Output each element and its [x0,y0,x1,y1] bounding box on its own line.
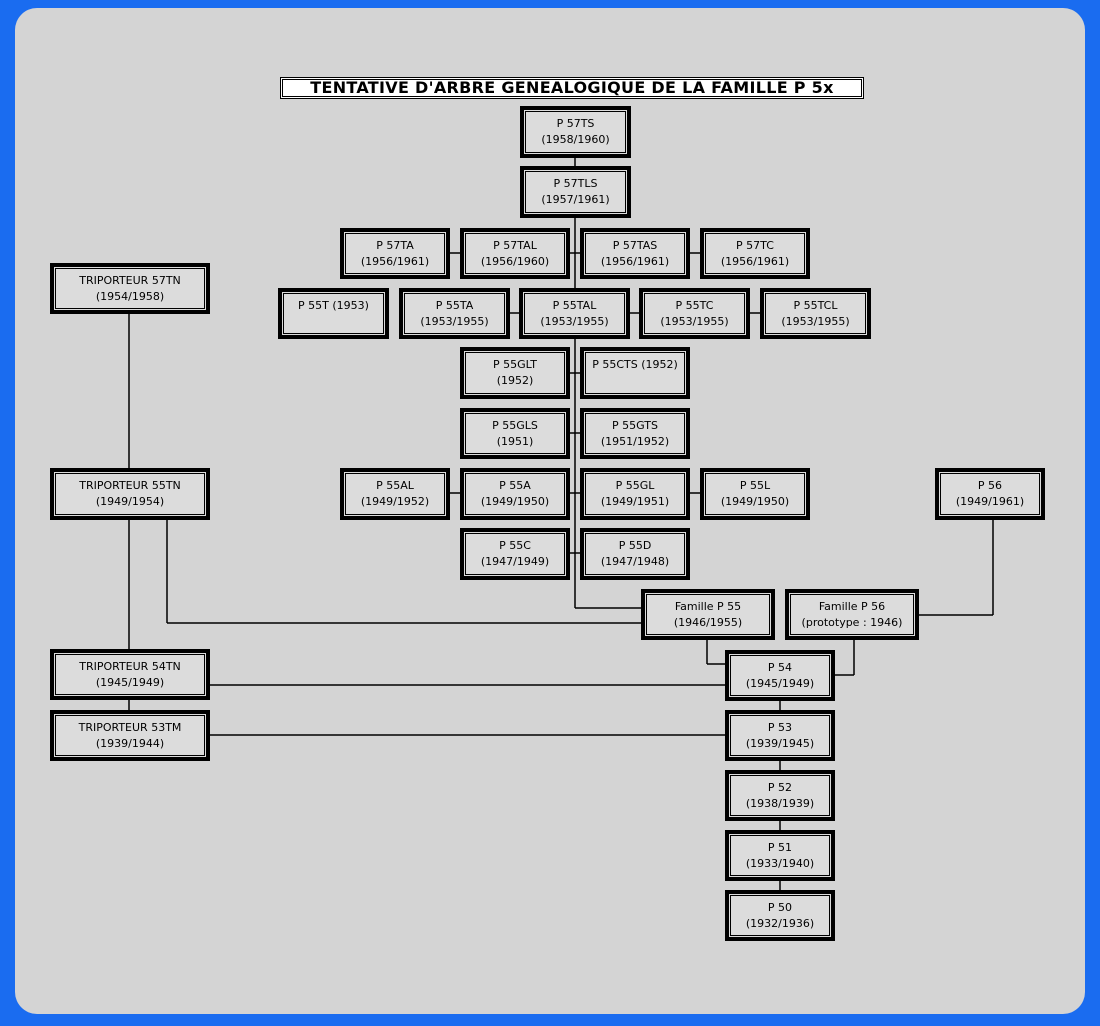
node-dates: (1938/1939) [745,796,815,810]
node-label: TRIPORTEUR 55TN [79,479,181,492]
node-label: P 55GLT [493,358,537,371]
node-label: TRIPORTEUR 53TM [78,720,182,734]
node-p55tal: P 55TAL (1953/1955) [519,288,630,339]
node-p55c: P 55C (1947/1949) [460,528,570,580]
node-dates: (1956/1961) [600,254,670,268]
node-dates: (1945/1949) [95,675,165,689]
node-label: P 51 [767,840,793,854]
node-p55cts: P 55CTS (1952) [580,347,690,399]
node-dates: (1947/1948) [600,555,670,568]
node-p55ta: P 55TA (1953/1955) [399,288,510,339]
node-label: P 57TAL [493,238,537,252]
node-p57tal: P 57TAL (1956/1960) [460,228,570,279]
node-label: P 55CTS (1952) [592,358,678,371]
node-p55al: P 55AL (1949/1952) [340,468,450,520]
node-label: P 57TLS [553,177,598,190]
node-label: P 55TC [675,298,714,312]
node-label: P 57TC [736,238,774,252]
node-p55d: P 55D (1947/1948) [580,528,690,580]
node-label: P 55A [499,479,531,492]
node-p50: P 50 (1932/1936) [725,890,835,941]
node-triporteur-53tm: TRIPORTEUR 53TM (1939/1944) [50,710,210,761]
node-famille-p56: Famille P 56 (prototype : 1946) [785,589,919,640]
node-dates: (1946/1955) [673,615,743,629]
node-dates: (1949/1950) [480,495,550,508]
node-p55l: P 55L (1949/1950) [700,468,810,520]
node-dates: (1932/1936) [745,916,815,930]
node-dates: (1933/1940) [745,856,815,870]
node-dates: (1939/1945) [745,736,815,750]
node-triporteur-55tn: TRIPORTEUR 55TN (1949/1954) [50,468,210,520]
node-p57tc: P 57TC (1956/1961) [700,228,810,279]
node-dates: (1956/1961) [360,254,430,268]
node-label: P 55L [739,479,771,492]
node-dates: (1951) [496,434,534,448]
node-p53: P 53 (1939/1945) [725,710,835,761]
node-label: P 52 [767,780,793,794]
node-dates: (1957/1961) [541,193,610,206]
node-dates: (1956/1960) [480,254,550,268]
node-dates: (1945/1949) [745,676,815,690]
node-dates: (1958/1960) [541,133,610,146]
node-p55gls: P 55GLS (1951) [460,408,570,459]
node-p57ts: P 57TS (1958/1960) [520,106,631,158]
node-dates: (1953/1955) [420,314,489,328]
node-p55gl: P 55GL (1949/1951) [580,468,690,520]
node-label: P 55GLS [492,418,538,432]
node-p55gts: P 55GTS (1951/1952) [580,408,690,459]
node-label: P 55C [499,539,531,552]
node-label: TRIPORTEUR 57TN [79,273,181,287]
node-dates: (1951/1952) [600,434,670,448]
node-label: P 57TS [556,117,595,130]
node-triporteur-54tn: TRIPORTEUR 54TN (1945/1949) [50,649,210,700]
node-label: P 55GTS [612,418,658,432]
node-triporteur-57tn: TRIPORTEUR 57TN (1954/1958) [50,263,210,314]
node-dates: (1956/1961) [720,254,790,268]
node-p55glt: P 55GLT (1952) [460,347,570,399]
node-label: TRIPORTEUR 54TN [79,659,181,673]
node-dates: (1949/1951) [600,495,670,508]
node-p56: P 56 (1949/1961) [935,468,1045,520]
node-dates: (prototype : 1946) [801,615,903,629]
node-label: P 54 [767,660,793,674]
node-p55a: P 55A (1949/1950) [460,468,570,520]
node-dates: (1954/1958) [95,289,165,303]
node-label: P 53 [767,720,793,734]
node-p54: P 54 (1945/1949) [725,650,835,701]
node-label: P 55TA [435,298,474,312]
node-label: P 55TAL [552,298,597,312]
node-dates: (1953/1955) [540,314,609,328]
node-p52: P 52 (1938/1939) [725,770,835,821]
node-dates: (1953/1955) [660,314,729,328]
node-label: Famille P 56 [818,599,886,613]
node-label: P 57TAS [612,238,658,252]
node-dates: (1949/1954) [95,495,165,508]
node-dates: (1949/1961) [955,495,1025,508]
node-dates: (1953/1955) [781,314,850,328]
node-p51: P 51 (1933/1940) [725,830,835,881]
node-famille-p55: Famille P 55 (1946/1955) [641,589,775,640]
node-dates: (1949/1952) [360,495,430,508]
node-p57tas: P 57TAS (1956/1961) [580,228,690,279]
node-label: P 55D [618,539,652,552]
node-dates: (1947/1949) [480,555,550,568]
node-dates: (1952) [496,374,534,387]
node-p55t: P 55T (1953) [278,288,389,339]
node-label: P 56 [977,479,1003,492]
node-label: P 55AL [376,479,414,492]
node-dates: (1949/1950) [720,495,790,508]
node-label: P 50 [767,900,793,914]
node-label: Famille P 55 [674,599,742,613]
node-p55tcl: P 55TCL (1953/1955) [760,288,871,339]
node-label: P 55GL [615,479,655,492]
node-label: P 55T (1953) [298,299,369,312]
diagram-title: TENTATIVE D'ARBRE GENEALOGIQUE DE LA FAM… [280,77,864,99]
node-label: P 57TA [376,238,414,252]
node-label: P 55TCL [793,298,838,312]
node-p57ta: P 57TA (1956/1961) [340,228,450,279]
node-dates: (1939/1944) [95,736,165,750]
node-p55tc: P 55TC (1953/1955) [639,288,750,339]
node-p57tls: P 57TLS (1957/1961) [520,166,631,218]
